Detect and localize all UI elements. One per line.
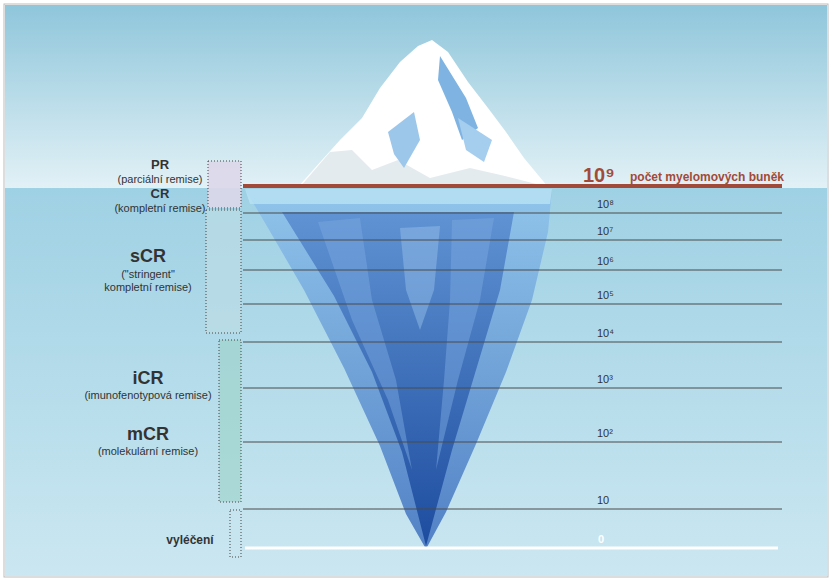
remission-name: (kompletní remise) [114, 202, 205, 215]
ice-vein [400, 226, 440, 330]
surface-foam [245, 189, 552, 204]
cell-count: 10⁷ [597, 225, 613, 238]
remission-abbrev: PR [151, 158, 169, 173]
iceberg-body [245, 189, 552, 549]
waterline [243, 184, 782, 188]
remission-brackets [206, 161, 241, 557]
remission-abbrev: iCR [133, 368, 164, 389]
remission-abbrev: mCR [127, 424, 169, 445]
water [5, 188, 827, 576]
sky [5, 5, 827, 188]
iceberg-core [282, 212, 514, 546]
cell-count: 10⁸ [597, 198, 614, 211]
crevice [458, 118, 492, 162]
cell-count: 0 [598, 533, 604, 546]
remission-name: (parciální remise) [118, 173, 203, 186]
cell-count: 10⁵ [597, 289, 614, 302]
cell-count: 10³ [597, 373, 613, 386]
cell-count: 10⁴ [597, 327, 614, 340]
ice-vein [436, 218, 494, 470]
remission-abbrev: CR [151, 187, 170, 202]
crevice [388, 112, 420, 168]
cure-label: vyléčení [166, 534, 213, 548]
frame [4, 4, 828, 577]
ice-vein [318, 218, 412, 470]
remission-name: (imunofenotypová remise) [84, 389, 211, 402]
cell-count: 10⁹ [583, 164, 615, 187]
cell-count: 10⁶ [597, 255, 614, 268]
remission-name: (molekulární remise) [98, 445, 198, 458]
remission-name: ("stringent" kompletní remise) [98, 268, 198, 293]
axis-title: počet myelomových buněk [630, 171, 784, 185]
zero-line [245, 547, 778, 550]
cell-count: 10 [597, 494, 609, 507]
iceberg-tip [298, 40, 548, 187]
level-lines [243, 213, 782, 509]
iceberg-shade [300, 150, 548, 187]
cell-count: 10² [597, 427, 613, 440]
remission-abbrev: sCR [130, 246, 166, 267]
